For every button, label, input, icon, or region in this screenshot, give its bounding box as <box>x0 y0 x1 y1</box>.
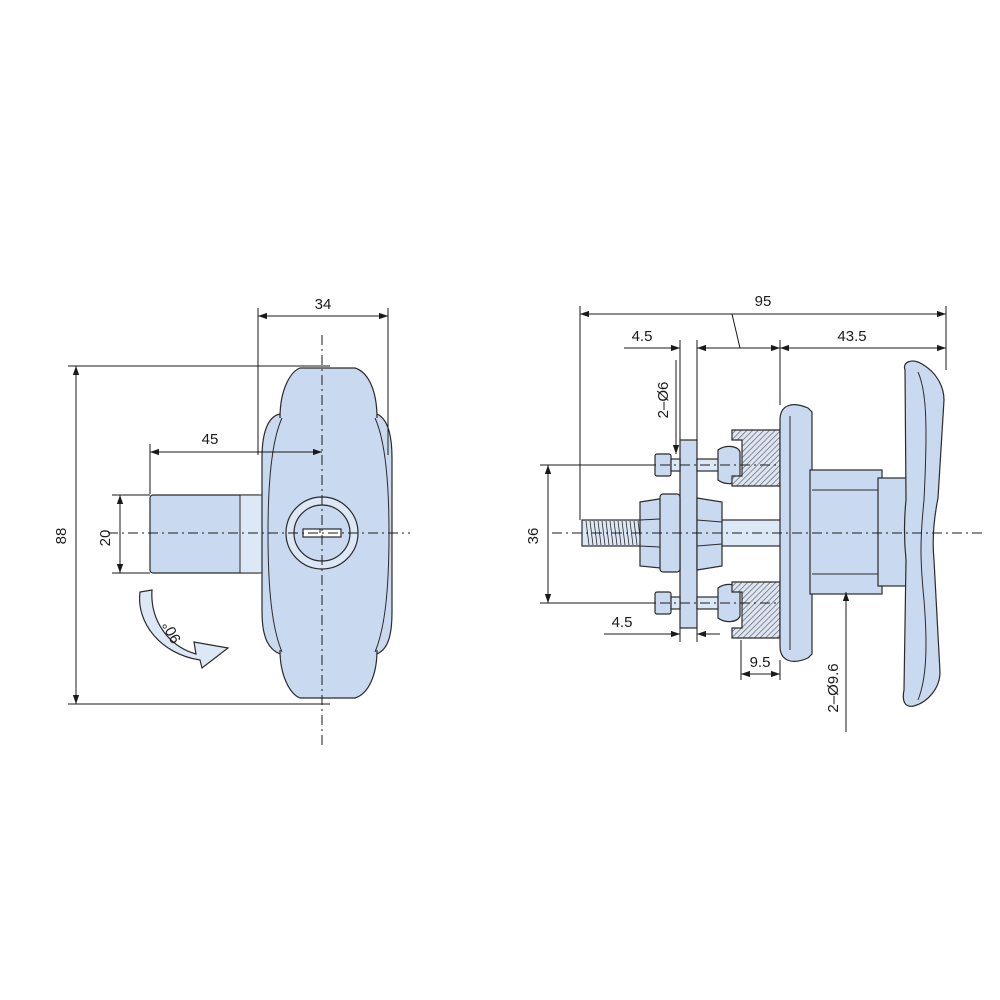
lock-housing <box>779 404 909 662</box>
side-view: 95 4.5 43.5 2–Ø6 36 <box>525 293 985 732</box>
svg-text:4.5: 4.5 <box>632 328 653 345</box>
svg-text:95: 95 <box>755 293 772 310</box>
dim-spindle-length: 45 <box>149 431 322 494</box>
dim-plate-thickness-bottom: 4.5 <box>604 614 720 642</box>
dim-height: 88 <box>53 365 330 705</box>
dim-bolt-pitch: 36 <box>525 464 655 604</box>
spindle <box>149 494 263 574</box>
svg-text:43.5: 43.5 <box>837 328 866 345</box>
dim-mounting-holes: 2–Ø6 <box>655 360 680 454</box>
svg-text:20: 20 <box>97 530 114 547</box>
svg-text:2–Ø6: 2–Ø6 <box>655 382 672 419</box>
dim-overall-length: 95 <box>579 293 947 520</box>
rotation-arrow-icon <box>138 589 230 670</box>
svg-text:4.5: 4.5 <box>612 614 633 631</box>
t-handle-side <box>902 360 945 707</box>
dim-bosses: 2–Ø9.6 <box>825 592 850 732</box>
dim-spindle-diameter: 20 <box>97 494 150 574</box>
mounting-plate <box>679 439 698 629</box>
svg-text:36: 36 <box>525 528 542 545</box>
dim-width: 34 <box>257 296 389 455</box>
dim-handle-depth: 43.5 <box>779 328 946 405</box>
svg-text:2–Ø9.6: 2–Ø9.6 <box>825 663 842 712</box>
dim-gap: 9.5 <box>740 640 781 680</box>
svg-text:88: 88 <box>53 528 70 545</box>
svg-text:9.5: 9.5 <box>750 654 771 671</box>
dim-plate-thickness-top: 4.5 <box>624 313 780 440</box>
front-view: 90° 34 45 88 20 <box>53 296 410 745</box>
svg-text:34: 34 <box>315 296 332 313</box>
svg-text:45: 45 <box>202 431 219 448</box>
